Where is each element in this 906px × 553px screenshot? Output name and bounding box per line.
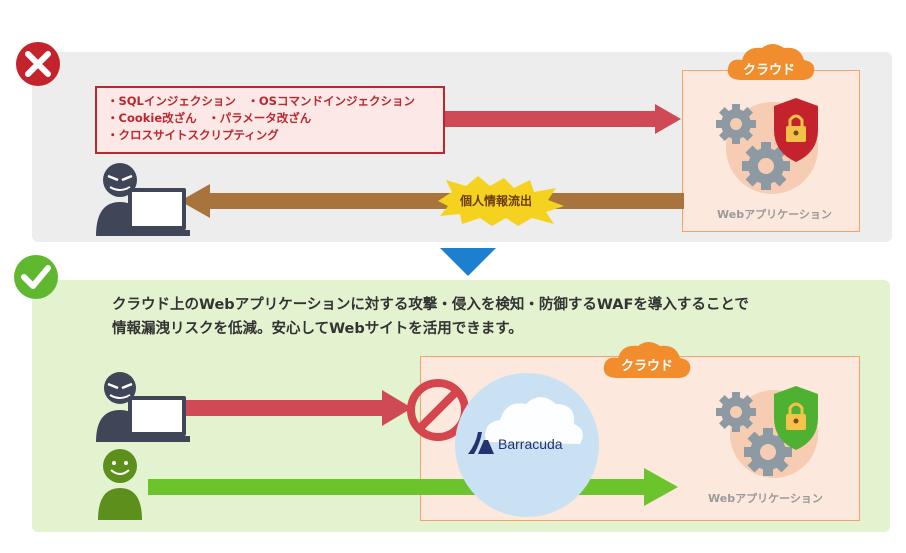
x-mark-icon: [16, 42, 60, 86]
cloud-icon: [603, 342, 691, 378]
attack-arrow: [186, 390, 412, 426]
description-line: 情報漏洩リスクを低減。安心してWebサイトを活用できます。: [112, 321, 523, 337]
cloud-icon: [727, 44, 815, 80]
threat-list-box: ・SQLインジェクション ・OSコマンドインジェクション ・Cookie改ざん …: [95, 86, 445, 154]
user-icon: [98, 449, 142, 520]
leak-burst-icon: [438, 176, 564, 226]
waf-description: クラウド上のWebアプリケーションに対する攻撃・侵入を検知・防御するWAFを導入…: [112, 293, 832, 341]
waf-circle: [455, 373, 599, 517]
web-application-label: Webアプリケーション: [708, 492, 823, 505]
cloud-label: クラウド: [621, 359, 674, 374]
cloud-label: クラウド: [743, 63, 796, 78]
barracuda-logo-icon: [468, 432, 494, 454]
legitimate-access-arrow: [148, 468, 678, 506]
hacker-icon: [96, 372, 190, 442]
web-application-icon: [716, 98, 818, 194]
down-arrow-icon: [440, 248, 496, 276]
threat-item: ・Cookie改ざん ・パラメータ改ざん: [107, 111, 312, 125]
attack-arrow: [445, 104, 681, 134]
hacker-icon: [96, 163, 190, 236]
description-line: クラウド上のWebアプリケーションに対する攻撃・侵入を検知・防御するWAFを導入…: [112, 297, 749, 313]
web-application-label: Webアプリケーション: [717, 208, 832, 221]
web-application-icon: [716, 386, 818, 478]
threat-item: ・SQLインジェクション ・OSコマンドインジェクション: [107, 94, 415, 108]
threat-item: ・クロスサイトスクリプティング: [107, 128, 279, 142]
data-leak-label: 個人情報流出: [460, 194, 533, 208]
barracuda-label: Barracuda: [498, 436, 563, 452]
check-mark-icon: [14, 255, 58, 299]
